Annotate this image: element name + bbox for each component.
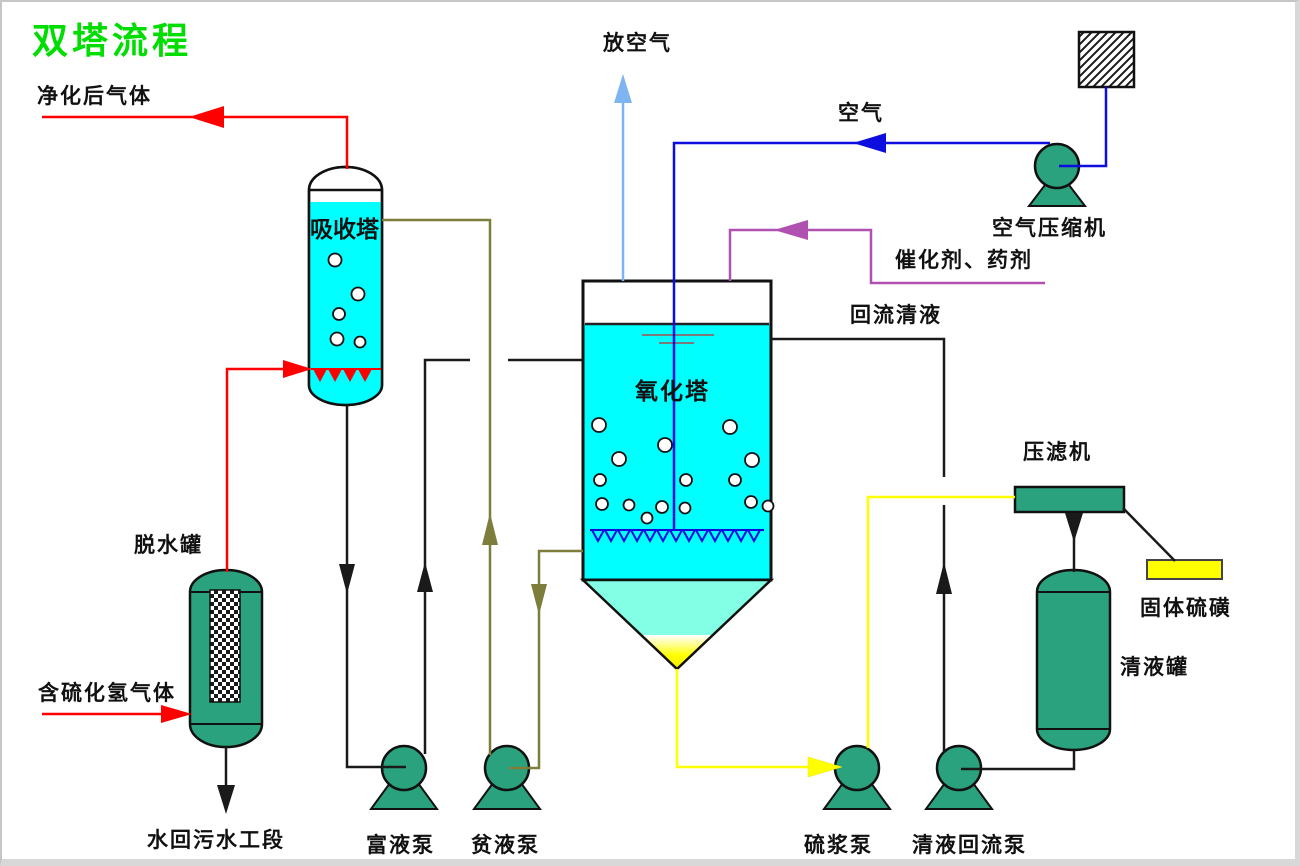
absorption-tower-vessel (307, 165, 384, 407)
label-filter-press: 压滤机 (1023, 441, 1092, 464)
clear-liquid-reflux-pump (924, 744, 994, 810)
arrow-reflux-up (936, 562, 952, 594)
solid-sulfur-output (1146, 559, 1223, 580)
pipe-reflux-clear-liquid (771, 337, 946, 753)
red-distributor (313, 369, 372, 382)
diagram-title: 双塔流程 (32, 20, 193, 61)
label-clear-liquid-reflux-pump: 清液回流泵 (912, 834, 1027, 857)
pipe-air-intake (1059, 87, 1108, 168)
pipe-compressed-air (672, 141, 1050, 530)
arrow-lean-down (531, 584, 547, 615)
label-oxidation-tower: 氧化塔 (635, 378, 710, 404)
label-water-to-sewage: 水回污水工段 (147, 829, 285, 852)
label-rich-liquid-pump: 富液泵 (366, 834, 435, 857)
air-compressor (1026, 142, 1088, 207)
air-intake-filter (1077, 30, 1136, 89)
pipe-rich-liquid-suction (345, 405, 406, 769)
pipe-solid-sulfur (1122, 507, 1176, 562)
lean-liquid-pump (472, 744, 542, 810)
filter-press (1013, 485, 1126, 514)
rich-liquid-pump (369, 744, 439, 810)
pipe-lean-liquid-suction (509, 549, 583, 770)
label-reflux-clear-liquid: 回流清液 (850, 304, 942, 327)
absorber-bubbles (327, 252, 367, 349)
arrow-filtrate-down (1065, 513, 1083, 542)
pipe-absorber-to-dehydrator (225, 367, 284, 572)
sulfur-slurry-pump (822, 744, 892, 810)
pipe-sulfur-slurry (675, 669, 810, 769)
label-h2s-gas: 含硫化氢气体 (38, 682, 176, 705)
pipe-purified-gas (42, 115, 349, 169)
pipe-rich-liquid-discharge (423, 358, 583, 754)
arrow-rich-up (417, 562, 433, 592)
oxidizer-bubbles (591, 417, 775, 525)
label-sulfur-slurry-pump: 硫浆泵 (804, 834, 873, 857)
label-catalyst-agent: 催化剂、药剂 (895, 249, 1033, 272)
arrow-catalyst (774, 220, 808, 240)
dehydration-tank-vessel (188, 568, 264, 749)
arrow-water-drain (217, 785, 235, 814)
arrow-lean-up (482, 513, 498, 545)
arrow-purified-gas (189, 106, 224, 128)
label-air: 空气 (838, 102, 884, 125)
oxidation-tower-vessel (579, 279, 775, 671)
pipe-tank-to-reflux-pump (961, 750, 1076, 771)
arrow-vent-air (614, 74, 632, 103)
label-absorption-tower: 吸收塔 (310, 216, 379, 242)
clear-liquid-tank-vessel (1035, 568, 1112, 752)
air-sparger (590, 529, 764, 544)
label-dehydration-tank: 脱水罐 (134, 534, 203, 557)
label-clear-liquid-tank: 清液罐 (1120, 656, 1189, 679)
label-purified-gas: 净化后气体 (37, 85, 152, 108)
label-vent-air: 放空气 (603, 32, 672, 55)
arrow-air (853, 133, 886, 153)
arrow-slurry (807, 756, 843, 778)
arrow-into-absorber (283, 360, 312, 378)
packing-media (209, 589, 241, 703)
pipe-slurry-discharge (866, 495, 1015, 748)
pipe-lean-liquid-discharge (382, 218, 492, 755)
arrow-rich-down (339, 564, 355, 594)
label-air-compressor: 空气压缩机 (992, 217, 1107, 240)
label-solid-sulfur: 固体硫磺 (1140, 597, 1232, 620)
arrow-h2s-feed (161, 705, 192, 723)
label-lean-liquid-pump: 贫液泵 (471, 834, 540, 857)
pipe-catalyst (728, 228, 1045, 285)
